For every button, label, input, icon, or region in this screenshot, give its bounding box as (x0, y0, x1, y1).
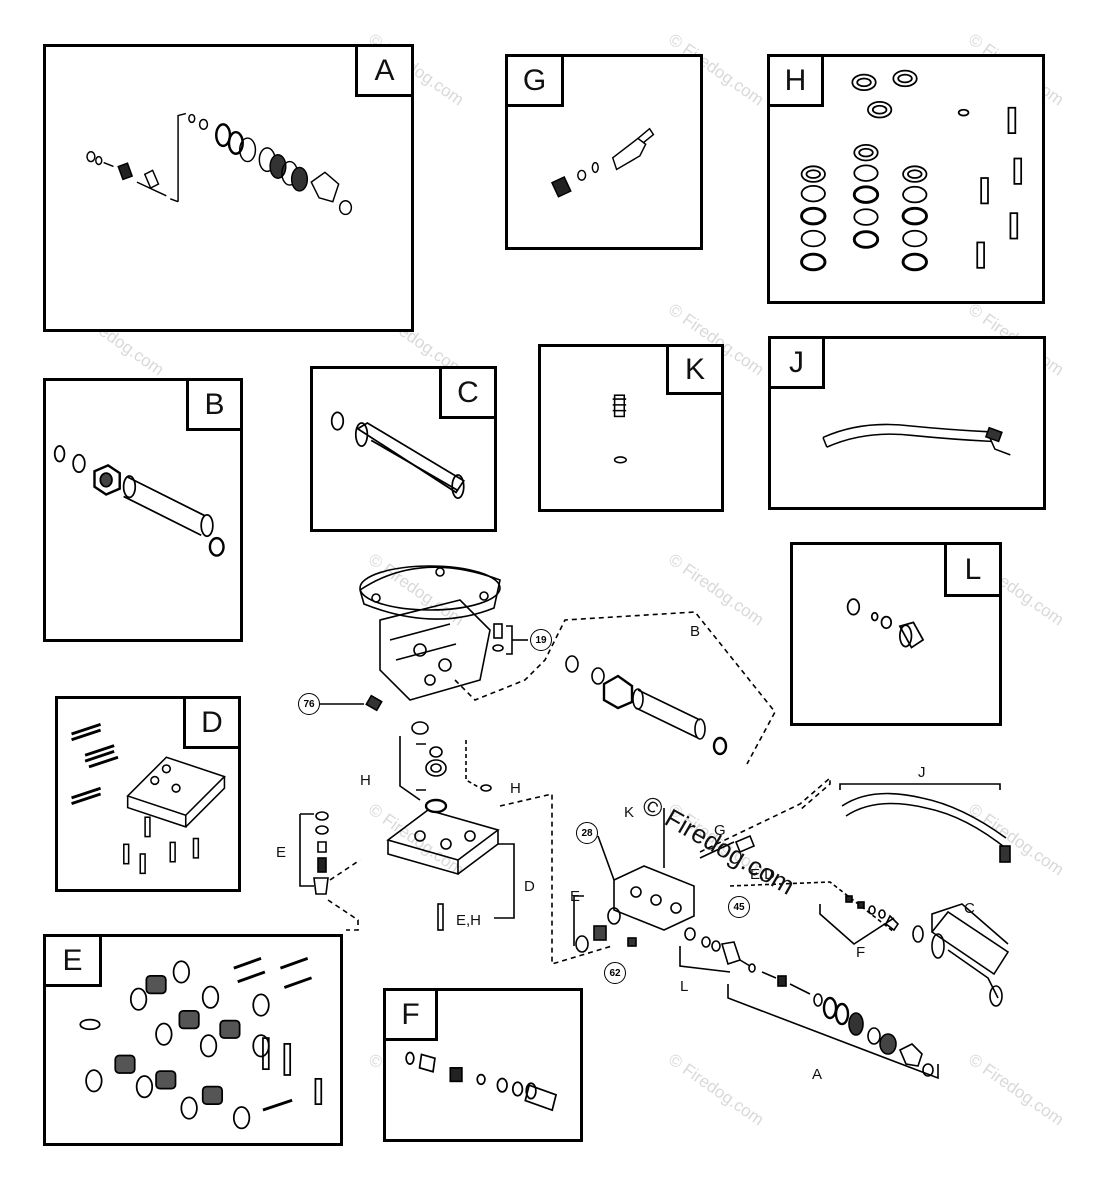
panel-a-parts (86, 112, 353, 216)
panel-b-parts (53, 445, 225, 557)
panel-f-label: F (386, 991, 438, 1041)
panel-b: B (43, 378, 243, 642)
panel-k: K (538, 344, 724, 512)
panel-b-label: B (186, 381, 240, 431)
callout-e: E (570, 888, 581, 905)
callout-l: L (680, 978, 689, 995)
panel-g-label: G (508, 57, 564, 107)
panel-e-parts (79, 957, 323, 1130)
panel-j-parts (822, 423, 1011, 456)
callout-eh: E,H (456, 912, 482, 929)
panel-k-parts (612, 394, 627, 464)
panel-d-parts (71, 722, 226, 875)
callout-h: H (510, 780, 521, 797)
panel-g-parts (550, 127, 655, 198)
panel-d-label: D (183, 699, 238, 749)
callout-d: D (524, 878, 535, 895)
callout-ed: E,D (750, 866, 776, 883)
part-number-76: 76 (298, 693, 320, 715)
callout-c: C (964, 900, 975, 917)
panel-g: G (505, 54, 703, 250)
part-number-45: 45 (728, 896, 750, 918)
panel-a-label: A (355, 47, 411, 97)
panel-l-parts (846, 598, 925, 649)
inline-watermark: © Firedog.com (637, 789, 800, 900)
panel-h: H (767, 54, 1045, 304)
panel-e: E (43, 934, 343, 1146)
panel-k-label: K (666, 347, 721, 395)
panel-a: A (43, 44, 414, 332)
panel-h-parts (800, 69, 1023, 272)
callout-h: H (360, 772, 371, 789)
panel-j-label: J (771, 339, 825, 389)
part-number-19: 19 (530, 629, 552, 651)
panel-h-label: H (770, 57, 824, 107)
callout-f: F (856, 944, 866, 961)
panel-e-label: E (46, 937, 102, 987)
callout-g: G (714, 822, 726, 839)
panel-f: F (383, 988, 583, 1142)
callout-e: E (276, 844, 287, 861)
callout-a: A (812, 1066, 823, 1083)
callout-k: K (624, 804, 635, 821)
panel-d: D (55, 696, 241, 892)
part-number-28: 28 (576, 822, 598, 844)
part-number-62: 62 (604, 962, 626, 984)
callout-j: J (918, 764, 926, 781)
panel-c: C (310, 366, 497, 532)
panel-c-parts (330, 411, 465, 500)
panel-l: L (790, 542, 1002, 726)
panel-l-label: L (944, 545, 999, 597)
panel-c-label: C (439, 369, 494, 419)
panel-f-parts (405, 1051, 558, 1112)
panel-j: J (768, 336, 1046, 510)
callout-b: B (690, 623, 701, 640)
